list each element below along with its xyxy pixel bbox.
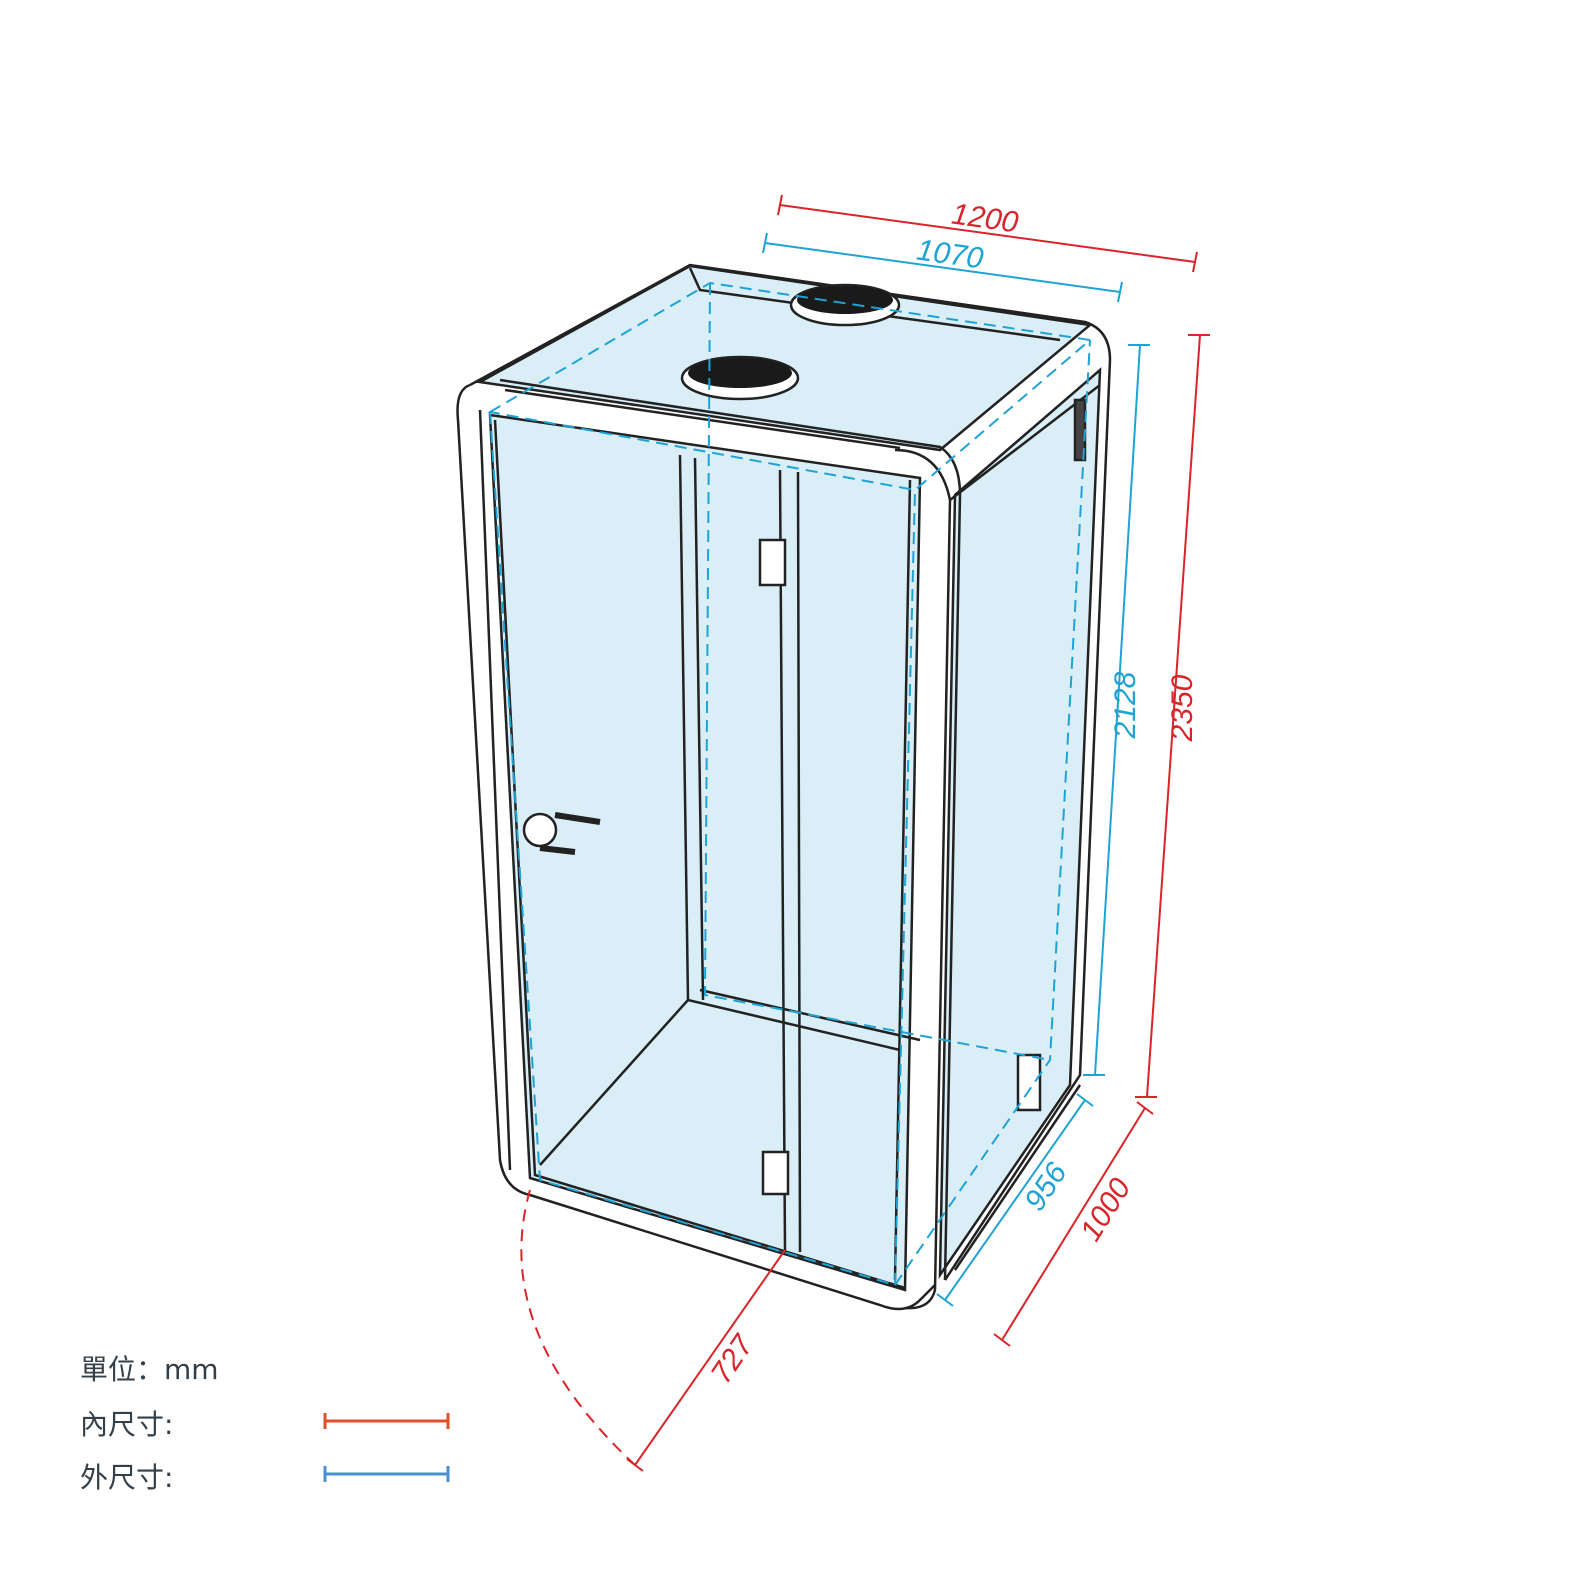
dim-line-727 [626, 1249, 786, 1472]
dim-line-956 [936, 1093, 1094, 1307]
dim-line-2128 [1083, 344, 1150, 1076]
legend-unit: 單位：mm [80, 1353, 219, 1386]
side-glass [938, 367, 1102, 1280]
dim-label-2128: 2128 [1109, 671, 1142, 739]
dim-line-1070 [762, 232, 1123, 303]
legend-inner-label: 內尺寸: [80, 1408, 174, 1441]
legend-inner-swatch [323, 1413, 450, 1429]
dim-label-1070: 1070 [915, 234, 986, 276]
dim-line-2350 [1135, 334, 1210, 1098]
dim-line-1000 [993, 1101, 1154, 1347]
dim-line-1200 [777, 194, 1198, 273]
front-glass [488, 413, 922, 1292]
dim-label-727: 727 [705, 1328, 761, 1389]
dim-label-1000: 1000 [1074, 1172, 1138, 1246]
inner-dimension-guides [487, 281, 1093, 1287]
dim-label-1200: 1200 [950, 198, 1021, 240]
booth-drawing [456, 263, 1112, 1311]
legend-outer-swatch [323, 1466, 450, 1482]
door-swing-arc [520, 1189, 636, 1466]
legend-outer-label: 外尺寸: [80, 1461, 174, 1494]
dim-label-2350: 2350 [1166, 674, 1199, 742]
